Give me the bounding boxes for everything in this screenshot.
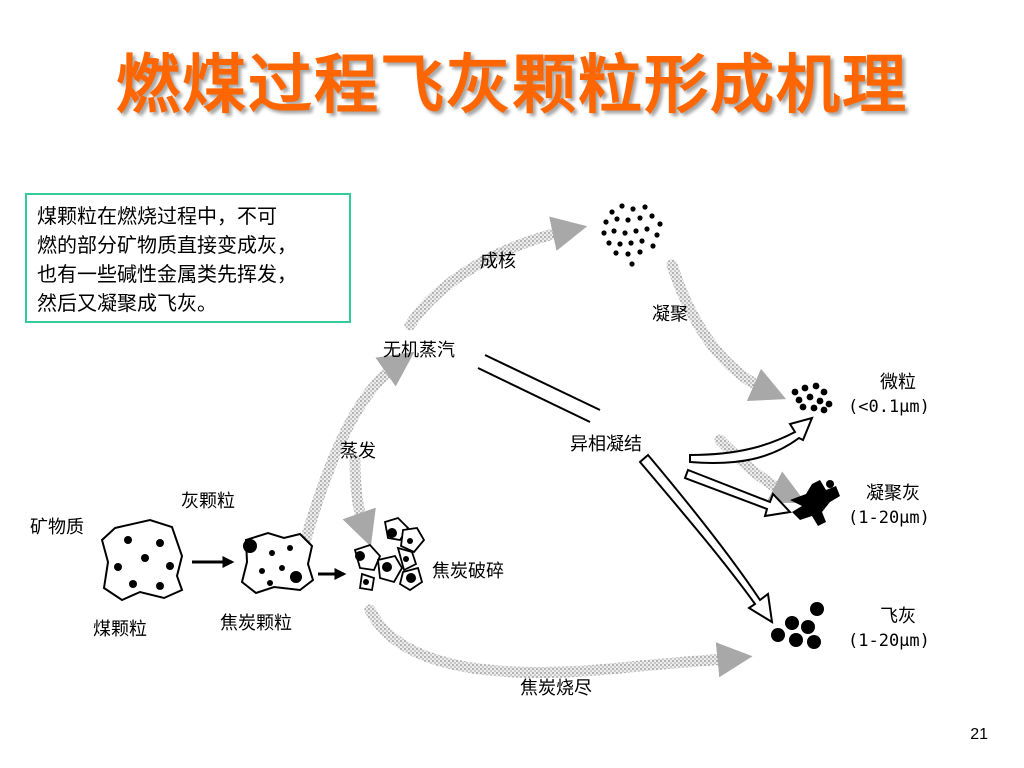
label-char-fragmentation: 焦炭破碎 <box>432 561 504 582</box>
to-fine-particle-arrow <box>689 416 814 464</box>
to-fly-ash-arrow <box>638 453 774 624</box>
black-arrows <box>192 556 347 580</box>
hatched-arrows <box>294 216 806 678</box>
to-agglomerated-ash-arrow <box>683 468 793 518</box>
char-particle-shape <box>240 531 315 595</box>
label-fine-particle-size: (<0.1μm) <box>848 397 930 417</box>
label-nucleation: 成核 <box>480 251 516 272</box>
nucleation-cluster <box>601 203 663 267</box>
burnout-arrow <box>364 604 753 678</box>
fine-particle-cluster <box>791 382 833 414</box>
agglomerated-ash-shape <box>790 480 840 526</box>
label-mineral: 矿物质 <box>30 517 84 538</box>
label-coagulation: 凝聚 <box>652 304 688 325</box>
fly-ash-cluster <box>771 602 824 649</box>
char-fragments-shape <box>353 516 426 592</box>
label-agglomerated-ash-size: (1-20μm) <box>848 508 930 528</box>
page-number: 21 <box>970 726 988 743</box>
label-ash-particle: 灰颗粒 <box>181 491 235 512</box>
nucleation-arrow <box>404 216 588 331</box>
label-evaporation: 蒸发 <box>340 441 376 462</box>
label-char-particle: 焦炭颗粒 <box>220 613 292 634</box>
description-box: 煤颗粒在燃烧过程中，不可 燃的部分矿物质直接变成灰， 也有一些碱性金属类先挥发，… <box>25 193 351 323</box>
label-agglomerated-ash: 凝聚灰 <box>866 483 920 504</box>
fragment-arrow <box>342 454 376 547</box>
label-inorganic-vapor: 无机蒸汽 <box>383 340 455 361</box>
condensation-lines <box>477 354 601 423</box>
coal-particle-shape <box>100 518 184 602</box>
label-char-burnout: 焦炭烧尽 <box>520 678 592 699</box>
slide-title: 燃煤过程飞灰颗粒形成机理 <box>116 49 908 123</box>
label-heterogeneous-condensation: 异相凝结 <box>570 434 642 455</box>
coagulation-arrow <box>666 259 787 402</box>
label-fine-particle: 微粒 <box>880 372 916 393</box>
evaporation-arrow <box>294 351 415 566</box>
label-fly-ash-size: (1-20μm) <box>848 631 930 651</box>
label-coal-particle: 煤颗粒 <box>93 619 147 640</box>
label-fly-ash: 飞灰 <box>880 606 916 627</box>
hollow-arrows <box>638 416 814 624</box>
fine-to-agglomerate-arrow <box>714 434 806 503</box>
